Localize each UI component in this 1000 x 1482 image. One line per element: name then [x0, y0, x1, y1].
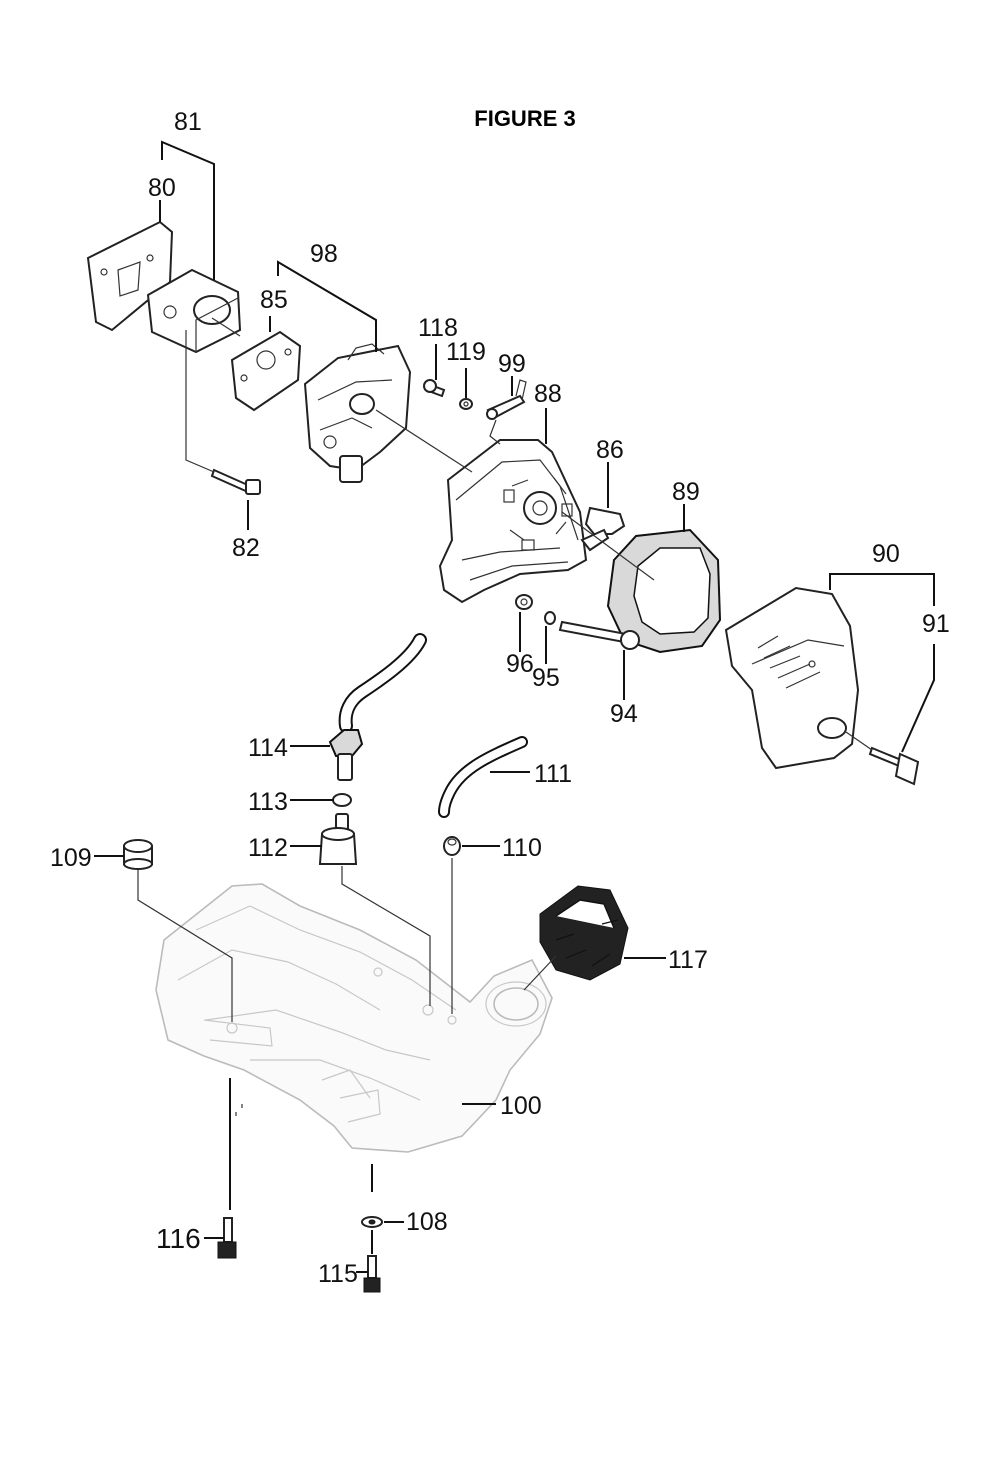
- callout-80: 80: [148, 174, 176, 202]
- part-108-washer: [361, 1216, 383, 1228]
- part-89-filter-element: [606, 528, 722, 654]
- part-119-washer: [459, 398, 473, 410]
- callout-labels: 81 80 98 85 82 118 119 99 88 86 89 90 91…: [50, 108, 950, 1288]
- part-109-cushion: [123, 839, 153, 870]
- callout-116: 116: [156, 1223, 201, 1254]
- part-98-carburetor: [303, 343, 412, 483]
- callout-89: 89: [672, 478, 700, 506]
- part-99-lever: [486, 379, 527, 420]
- callout-109: 109: [50, 844, 92, 872]
- figure-title: FIGURE 3: [474, 106, 576, 131]
- part-85-gasket: [230, 330, 302, 412]
- leader-lines: [94, 140, 935, 1273]
- callout-118: 118: [418, 314, 458, 342]
- callout-115: 115: [318, 1260, 358, 1288]
- part-94-bolt: [558, 620, 640, 650]
- part-115-screw: [363, 1255, 381, 1293]
- callout-110: 110: [502, 834, 542, 862]
- part-110-grommet: [443, 836, 461, 856]
- callout-99: 99: [498, 350, 526, 378]
- callout-86: 86: [596, 436, 624, 464]
- part-111-return-hose: [438, 736, 528, 818]
- callout-98: 98: [310, 240, 338, 268]
- part-100-fuel-tank: [155, 883, 553, 1153]
- callout-81: 81: [174, 108, 202, 136]
- callout-90: 90: [872, 540, 900, 568]
- callout-111: 111: [534, 760, 572, 788]
- part-112-grommet: [318, 813, 358, 865]
- part-82-bolt: [210, 468, 261, 495]
- callout-88: 88: [534, 380, 562, 408]
- callout-96: 96: [506, 650, 534, 678]
- part-118-screw: [423, 379, 446, 398]
- part-116-screw: [217, 1217, 237, 1259]
- callout-85: 85: [260, 286, 288, 314]
- callout-100: 100: [500, 1092, 542, 1120]
- fuel-hose: [338, 633, 427, 733]
- part-86-choke-lever: [580, 506, 626, 552]
- part-96-washer: [515, 594, 533, 610]
- callout-113: 113: [248, 788, 288, 816]
- callout-108: 108: [406, 1208, 448, 1236]
- callout-82: 82: [232, 534, 260, 562]
- callout-117: 117: [668, 946, 708, 974]
- callout-91: 91: [922, 610, 950, 638]
- part-90-air-cleaner-cover: [724, 586, 860, 770]
- callout-94: 94: [610, 700, 638, 728]
- part-113-clip: [332, 793, 352, 807]
- callout-114: 114: [248, 734, 288, 762]
- part-91-cover-screw: [868, 746, 920, 786]
- callout-112: 112: [248, 834, 288, 862]
- part-117-fuel-cap: [539, 885, 629, 981]
- part-88-air-cleaner-base: [438, 439, 588, 604]
- callout-95: 95: [532, 664, 560, 692]
- callout-119: 119: [446, 338, 486, 366]
- part-114-fuel-filter: [328, 729, 364, 781]
- part-95-washer: [544, 611, 556, 625]
- part-81-insulator: [146, 268, 242, 354]
